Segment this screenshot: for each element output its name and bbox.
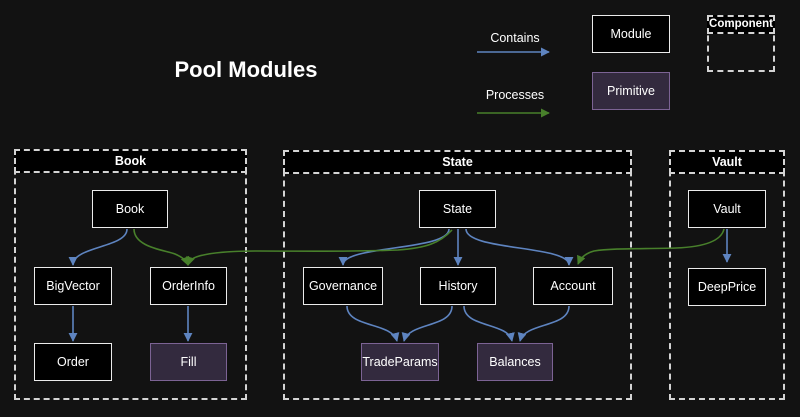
node-state: State xyxy=(419,190,496,228)
node-tradeparams: TradeParams xyxy=(361,343,439,381)
container-vault: Vault Vault DeepPrice xyxy=(669,150,785,400)
legend-component-label: Component xyxy=(707,15,775,34)
legend-contains-label: Contains xyxy=(490,31,540,45)
node-vault: Vault xyxy=(688,190,766,228)
node-bigvector: BigVector xyxy=(34,267,112,305)
legend-primitive-sample: Primitive xyxy=(592,72,670,110)
container-book: Book Book BigVector OrderInfo Order Fill xyxy=(14,149,247,400)
container-state-title: State xyxy=(283,150,632,174)
node-order: Order xyxy=(34,343,112,381)
node-orderinfo: OrderInfo xyxy=(150,267,227,305)
node-account: Account xyxy=(533,267,613,305)
container-state: State State Governance History Account T… xyxy=(283,150,632,400)
node-history: History xyxy=(420,267,496,305)
legend-module-sample: Module xyxy=(592,15,670,53)
node-governance: Governance xyxy=(303,267,383,305)
node-fill: Fill xyxy=(150,343,227,381)
node-deepprice: DeepPrice xyxy=(688,268,766,306)
container-book-title: Book xyxy=(14,149,247,173)
node-book: Book xyxy=(92,190,168,228)
container-vault-title: Vault xyxy=(669,150,785,174)
legend-component-sample: Component xyxy=(707,15,775,72)
page-title: Pool Modules xyxy=(174,57,318,82)
legend-processes-label: Processes xyxy=(485,88,545,102)
node-balances: Balances xyxy=(477,343,553,381)
